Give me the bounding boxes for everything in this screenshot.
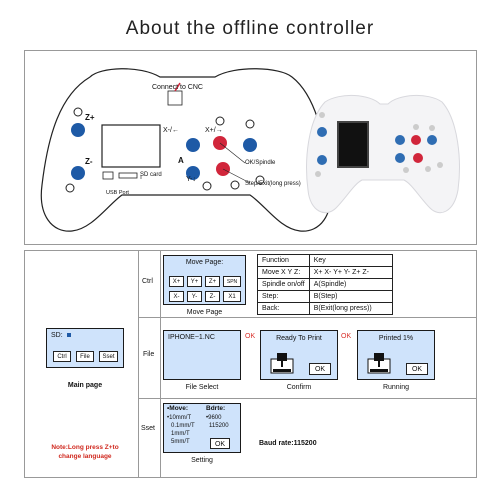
photo-red-button-icon: [411, 135, 421, 145]
hole-icon: [73, 107, 83, 117]
table-cell-function: Step:: [257, 290, 310, 303]
ok-spindle-label: OK/Spindle: [245, 160, 276, 166]
file-name-item[interactable]: IPHONE~1.NC: [168, 334, 215, 341]
x-plus-button[interactable]: X+: [169, 276, 184, 287]
y-minus-label: Y-↓: [186, 176, 196, 183]
photo-red-button-icon: [413, 153, 423, 163]
y-minus-button-icon: [186, 166, 200, 180]
ctrl-button[interactable]: Ctrl: [53, 351, 71, 362]
file-button[interactable]: File: [76, 351, 94, 362]
hole-icon: [65, 183, 75, 193]
hole-icon: [230, 180, 240, 190]
controller-outline-diagram: [40, 68, 332, 232]
confirm-screen: Ready To Print OK: [260, 330, 338, 380]
setting-caption: Setting: [191, 457, 213, 464]
z-minus-label: Z-: [85, 157, 93, 166]
running-screen: Printed 1% OK: [357, 330, 435, 380]
running-text: Printed 1%: [378, 335, 414, 342]
hole-icon: [202, 181, 212, 191]
table-cell-function: Move X Y Z:: [257, 266, 310, 279]
baud-option[interactable]: 115200: [209, 423, 229, 429]
move-page-header: Move Page:: [185, 259, 224, 266]
baud-rate-label: Baud rate:115200: [259, 440, 317, 447]
language-note: Note:Long press Z+to change language: [51, 444, 119, 460]
table-cell-key: B(Exit(long press)): [308, 302, 393, 315]
z-minus-button[interactable]: Z-: [205, 291, 220, 302]
x-plus-label: X+/→: [205, 127, 223, 134]
file-select-caption: File Select: [185, 384, 219, 391]
move-header: •Move:: [167, 405, 189, 412]
table-cell-function: Spindle on/off: [257, 278, 310, 291]
usb-port-label: USB Port: [106, 190, 129, 196]
controller-buttons-diagram: [65, 107, 265, 193]
step-exit-label: Step/Exit(long press): [245, 181, 301, 187]
hole-icon: [245, 119, 255, 129]
x-minus-button-icon: [186, 138, 200, 152]
table-cell-key: X+ X- Y+ Y- Z+ Z-: [308, 266, 393, 279]
photo-blue-button-icon: [395, 135, 405, 145]
baud-option[interactable]: •9600: [206, 415, 222, 421]
file-select-screen: IPHONE~1.NC: [163, 330, 241, 380]
printer-icon: [270, 353, 294, 374]
y-minus-button[interactable]: Y-: [187, 291, 202, 302]
move-option[interactable]: 0.1mm/T: [171, 423, 195, 429]
move-page-caption: Move Page: [186, 309, 223, 316]
sset-button[interactable]: Sset: [99, 351, 118, 362]
setting-screen: •Move: Bdrte: •10mm/T 0.1mm/T 1mm/T 5mm/…: [163, 403, 241, 453]
sd-label: SD:: [51, 332, 63, 339]
sd-indicator-icon: [66, 333, 71, 337]
function-key-table: Function Key Move X Y Z: X+ X- Y+ Y- Z+ …: [257, 254, 393, 315]
move-option[interactable]: 1mm/T: [171, 431, 190, 437]
setting-ok-button[interactable]: OK: [210, 438, 230, 449]
table-cell-key: B(Step): [308, 290, 393, 303]
ok-arrow-label-2: OK: [341, 333, 352, 340]
sd-card-label: SD card: [140, 172, 162, 178]
photo-blue-button-icon: [395, 153, 405, 163]
row-label-ctrl: Ctrl: [142, 278, 153, 285]
hole-icon: [215, 116, 225, 126]
running-ok-button[interactable]: OK: [406, 363, 428, 375]
z-plus-button-icon: [71, 123, 85, 137]
move-page-screen: Move Page: X+ Y+ Z+ SPN X- Y- Z- X1: [163, 255, 246, 305]
connect-cnc-label: Connect to CNC: [152, 84, 203, 91]
page-title: About the offline controller: [125, 18, 375, 39]
row-label-sset: Sset: [141, 425, 156, 432]
controller-photo: [306, 95, 460, 213]
spindle-button[interactable]: SPN: [223, 276, 241, 287]
photo-blue-button-icon: [317, 127, 327, 137]
move-option[interactable]: •10mm/T: [167, 415, 192, 421]
confirm-text: Ready To Print: [276, 335, 322, 342]
x-minus-label: X-/←: [163, 127, 179, 134]
printer-icon: [367, 353, 391, 374]
a-label: A: [178, 156, 184, 165]
y-plus-button[interactable]: Y+: [187, 276, 202, 287]
photo-blue-button-icon: [317, 155, 327, 165]
table-cell-function: Back:: [257, 302, 310, 315]
confirm-caption: Confirm: [286, 384, 312, 391]
move-option[interactable]: 5mm/T: [171, 439, 190, 445]
ok-arrow-label-1: OK: [245, 333, 256, 340]
main-page-caption: Main page: [67, 382, 103, 389]
ui-flow-frame: [24, 250, 477, 478]
row-label-file: File: [143, 351, 155, 358]
z-minus-button-icon: [71, 166, 85, 180]
x-plus-button-icon: [243, 138, 257, 152]
controller-diagram-frame: [24, 50, 477, 245]
table-header-function: Function: [257, 254, 310, 267]
main-page-screen: SD: Ctrl File Sset: [46, 328, 124, 368]
confirm-ok-button[interactable]: OK: [309, 363, 331, 375]
z-plus-label: Z+: [85, 113, 95, 122]
step-x1-button[interactable]: X1: [223, 291, 241, 302]
photo-blue-button-icon: [427, 135, 437, 145]
running-caption: Running: [382, 384, 410, 391]
x-minus-button[interactable]: X-: [169, 291, 184, 302]
hole-icon: [255, 175, 265, 185]
z-plus-button[interactable]: Z+: [205, 276, 220, 287]
table-header-key: Key: [308, 254, 393, 267]
bdrate-header: Bdrte:: [206, 405, 226, 412]
table-cell-key: A(Spindle): [308, 278, 393, 291]
